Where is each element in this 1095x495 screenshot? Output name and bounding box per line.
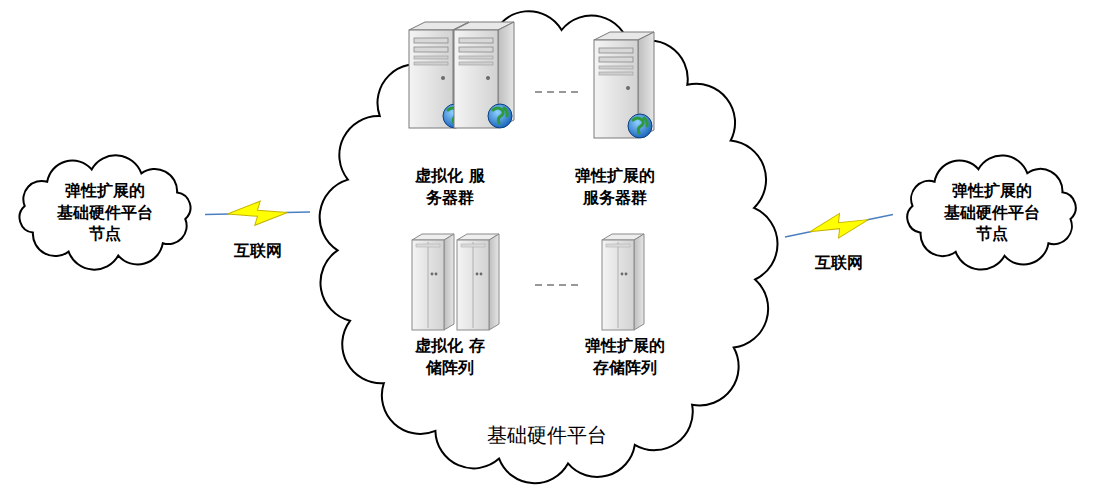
node-label: 虚拟化 服务器群 — [409, 165, 491, 210]
node-label: 弹性扩展的 基础硬件平台 节点 — [56, 180, 154, 245]
storage-icon — [457, 234, 499, 330]
cloud-outline — [310, 2, 785, 492]
lightning-link — [783, 203, 896, 249]
lightning-bolt — [807, 208, 871, 244]
storage-group: 弹性扩展的 存储阵列 — [580, 332, 670, 383]
edge-label: 互联网 — [813, 253, 865, 274]
node-cloud: 弹性扩展的 基础硬件平台 节点 — [5, 150, 205, 275]
lightning-link — [205, 200, 311, 226]
link-line — [285, 211, 310, 213]
link-line — [205, 213, 230, 215]
storage-icon — [412, 234, 454, 330]
storage-icon — [602, 234, 644, 330]
node-label: 弹性扩展的 服务器群 — [574, 165, 656, 210]
link-line — [866, 215, 893, 221]
server-icon — [594, 32, 654, 138]
link-line — [785, 231, 812, 237]
platform-cloud: 基础硬件平台 虚拟化 服务器群 弹性扩展的 服务器群虚拟化 存储阵列 弹性扩展的 存储… — [310, 2, 785, 492]
cloud-outline — [320, 11, 778, 483]
lightning-bolt — [227, 201, 288, 226]
node-cloud: 弹性扩展的 基础硬件平台 节点 — [893, 150, 1090, 275]
cloud-outline — [907, 155, 1075, 269]
node-label: 虚拟化 存储阵列 — [409, 335, 491, 380]
server-icon — [454, 22, 514, 128]
edge-label: 互联网 — [232, 241, 284, 262]
server-group: 虚拟化 服务器群 — [405, 162, 495, 213]
node-label: 基础硬件平台 — [487, 422, 607, 449]
node-label: 弹性扩展的 基础硬件平台 节点 — [943, 180, 1041, 245]
node-label: 弹性扩展的 存储阵列 — [584, 335, 666, 380]
storage-group: 虚拟化 存储阵列 — [405, 332, 495, 383]
cloud-outline — [20, 155, 191, 269]
server-group: 弹性扩展的 服务器群 — [570, 162, 660, 213]
